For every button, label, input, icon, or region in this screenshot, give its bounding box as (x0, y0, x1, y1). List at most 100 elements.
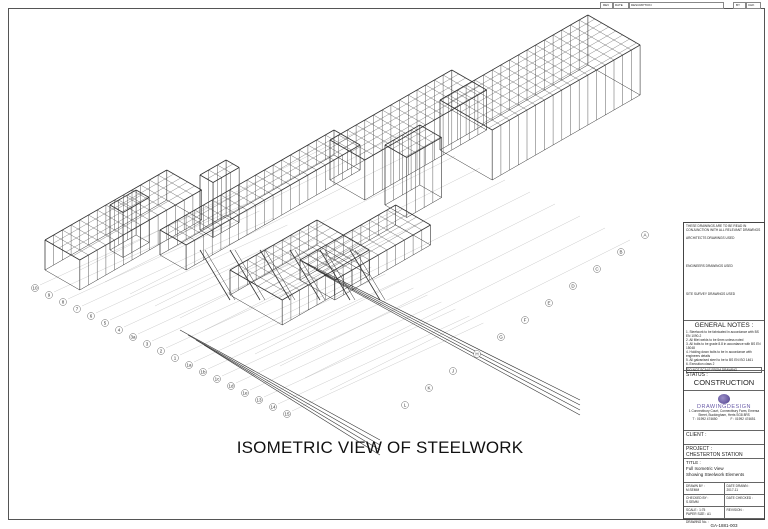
steel-member (323, 274, 581, 416)
grid-number-label: 9 (48, 293, 51, 298)
steel-member (109, 204, 124, 213)
grid-letter-label: D (571, 284, 575, 289)
steel-member (264, 249, 296, 301)
date-drawn-label: DATE DRAWN : (726, 484, 750, 488)
steel-member (443, 74, 478, 96)
steel-member (334, 224, 431, 281)
steel-member (320, 216, 417, 273)
chk-header: CHK (745, 2, 761, 9)
note: ARCHITECTS DRAWINGS USED (686, 236, 735, 240)
grid-bubble (171, 354, 179, 362)
steel-member (259, 249, 291, 301)
steel-member (135, 189, 150, 198)
checked-row: CHECKED BY :S.SEMM DATE CHECKED : (684, 495, 764, 507)
steel-member (273, 164, 300, 181)
steel-member (199, 229, 214, 238)
steel-member (350, 81, 473, 153)
steel-member (349, 249, 381, 301)
grid-bubble (73, 305, 81, 313)
grid-number-label: 10 (32, 286, 38, 291)
steel-member (378, 214, 414, 236)
note: THESE DRAWINGS ARE TO BE READ IN CONJUNC… (686, 224, 761, 232)
steel-member (235, 294, 428, 384)
steel-member (95, 224, 288, 314)
client-label: CLIENT : (684, 431, 764, 445)
steel-member (149, 179, 185, 201)
grid-bubble (213, 375, 221, 383)
steel-member (579, 19, 632, 51)
paper: A1 (707, 512, 711, 516)
company-section: DRAWINGDESIGN 1 Connectbury Court, Conne… (684, 391, 764, 431)
grid-bubble (59, 298, 67, 306)
project-label: PROJECT : (686, 446, 713, 452)
steel-member (246, 179, 274, 196)
steel-member (225, 159, 240, 168)
by-header: BY (733, 2, 747, 9)
steel-member (395, 204, 431, 226)
steel-member (439, 14, 588, 101)
grid-bubble (521, 316, 529, 324)
grid-bubble (283, 410, 291, 418)
grid-bubble (617, 248, 625, 256)
steel-member (199, 174, 214, 183)
steel-member (187, 334, 381, 446)
checked-by-label: CHECKED BY : (686, 496, 709, 500)
steel-member (236, 223, 325, 275)
grid-number-label: 1a (186, 363, 192, 368)
steel-member (289, 249, 321, 301)
steel-member (398, 132, 434, 154)
steel-member (304, 227, 606, 379)
grid-bubble (401, 401, 409, 409)
steel-member (159, 129, 335, 231)
steel-member (329, 69, 452, 141)
company-logo-icon (718, 394, 730, 404)
scale-label: SCALE : (686, 508, 699, 512)
company-fax: F : 01992 474651 (730, 417, 756, 421)
grid-bubble (473, 350, 481, 358)
steel-member (307, 144, 335, 161)
revision-label: REVISION : (726, 508, 744, 512)
steel-member (39, 196, 232, 286)
steel-member (67, 210, 260, 300)
grid-bubble (497, 333, 505, 341)
steel-member (238, 184, 265, 201)
steel-member (307, 264, 581, 406)
steel-member (319, 249, 351, 301)
note: SITE SURVEY DRAWINGS USED (686, 292, 736, 296)
steel-member (492, 44, 641, 131)
steel-member (249, 301, 442, 391)
steel-member (336, 73, 459, 145)
steel-member (453, 22, 602, 109)
project-section: PROJECT : CHESTERTON STATION (684, 445, 764, 459)
steel-member (587, 14, 641, 46)
grid-bubble (449, 367, 457, 375)
steel-member (354, 249, 386, 301)
steel-member (204, 179, 506, 331)
note: 4. Holding down bolts to be in accordanc… (686, 350, 752, 358)
steel-member (206, 163, 234, 180)
steel-member (299, 259, 581, 401)
steel-member (186, 214, 213, 231)
grid-letter-label: J (452, 369, 454, 374)
grid-letter-label: C (595, 267, 599, 272)
grid-bubble (87, 312, 95, 320)
steel-member (44, 169, 167, 241)
scale: 1:75 (699, 508, 706, 512)
grid-letter-label: H (475, 352, 478, 357)
steel-member (173, 137, 348, 239)
grid-number-label: 3a (130, 335, 136, 340)
grid-bubble (425, 384, 433, 392)
steel-member (446, 18, 595, 105)
steel-member (135, 234, 150, 243)
steel-member (405, 136, 441, 158)
grid-bubble (157, 347, 165, 355)
steel-member (154, 155, 456, 307)
drawing-title: ISOMETRIC VIEW OF STEELWORK (236, 438, 524, 457)
steel-member (220, 194, 248, 211)
grid-bubble (129, 333, 137, 341)
project-value: CHESTERTON STATION (686, 452, 743, 458)
grid-bubble (185, 361, 193, 369)
steel-member (315, 269, 581, 411)
steel-member (411, 129, 433, 143)
steel-member (243, 227, 331, 279)
